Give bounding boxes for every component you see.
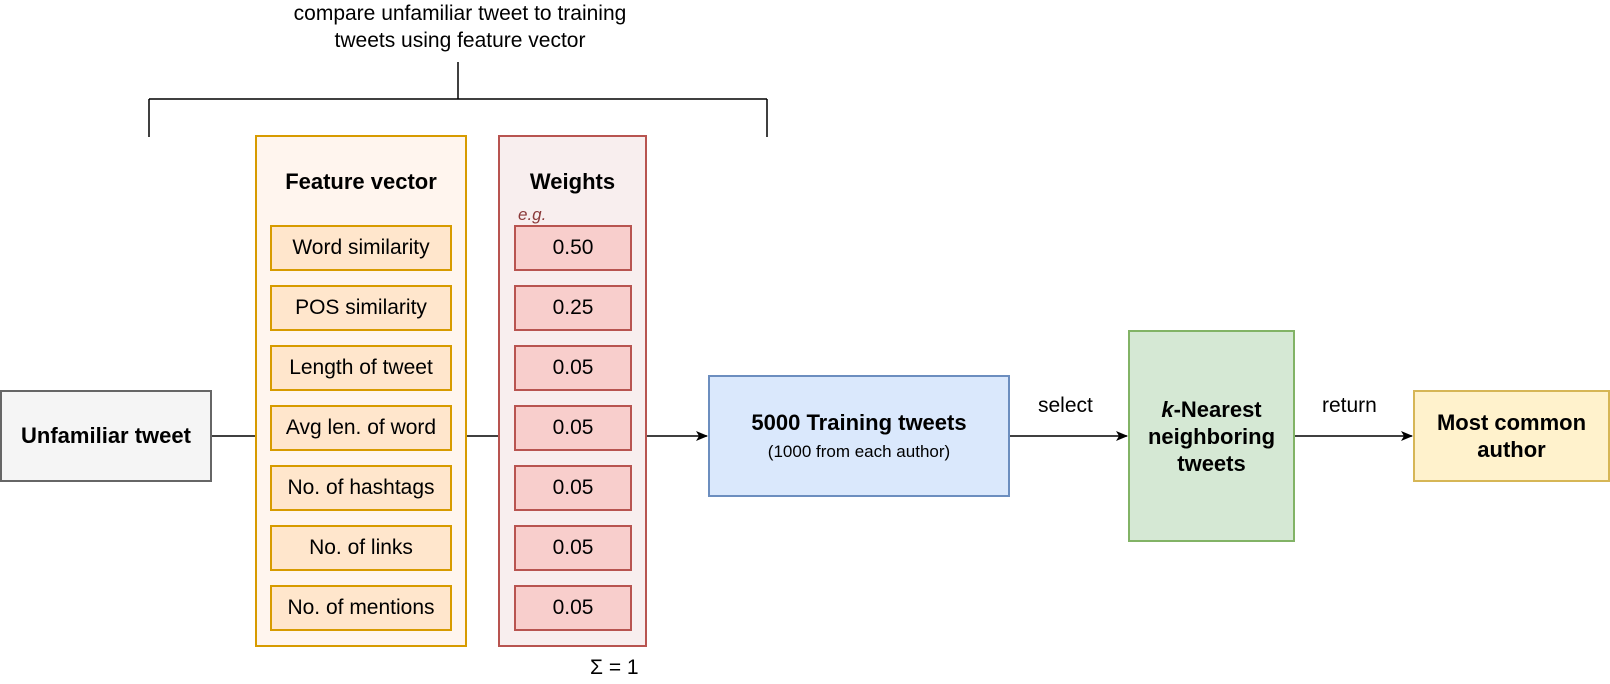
feature-item: Avg len. of word (270, 405, 452, 451)
weight-item: 0.05 (514, 465, 632, 511)
knn-node: k-Nearest neighboring tweets (1128, 330, 1295, 542)
knn-line-3: tweets (1177, 450, 1246, 476)
knn-nearest-text: -Nearest (1173, 396, 1262, 422)
feature-item: No. of links (270, 525, 452, 571)
training-tweets-label: 5000 Training tweets (751, 410, 967, 435)
feature-item: Word similarity (270, 225, 452, 271)
feature-item: No. of mentions (270, 585, 452, 631)
weight-item: 0.50 (514, 225, 632, 271)
feature-item: No. of hashtags (270, 465, 452, 511)
weights-panel: Weights e.g. 0.50 0.25 0.05 0.05 0.05 0.… (498, 135, 647, 647)
training-tweets-node: 5000 Training tweets (1000 from each aut… (708, 375, 1010, 497)
select-edge-label: select (1038, 394, 1093, 417)
weights-title: Weights (529, 169, 616, 194)
caption-line-2: tweets using feature vector (334, 29, 586, 52)
feature-vector-panel: Feature vector Word similarity POS simil… (255, 135, 467, 647)
training-tweets-sublabel: (1000 from each author) (767, 442, 951, 461)
most-common-author-node: Most common author (1413, 390, 1610, 482)
weights-example-label: e.g. (518, 205, 547, 224)
weight-item: 0.25 (514, 285, 632, 331)
result-line-1: Most common (1436, 410, 1587, 435)
feature-item: Length of tweet (270, 345, 452, 391)
knn-k-symbol: k (1161, 396, 1174, 422)
weight-item: 0.05 (514, 525, 632, 571)
knn-line-1: k-Nearest (1161, 396, 1261, 423)
unfamiliar-tweet-node: Unfamiliar tweet (0, 390, 212, 482)
weights-sum-label: Σ = 1 (590, 656, 639, 679)
feature-item: POS similarity (270, 285, 452, 331)
feature-vector-title: Feature vector (285, 169, 437, 194)
caption-line-1: compare unfamiliar tweet to training (293, 2, 627, 25)
comparison-caption: compare unfamiliar tweet to training twe… (230, 0, 690, 54)
weight-item: 0.05 (514, 585, 632, 631)
unfamiliar-tweet-label: Unfamiliar tweet (21, 423, 191, 448)
weight-item: 0.05 (514, 405, 632, 451)
weight-item: 0.05 (514, 345, 632, 391)
knn-line-2: neighboring (1147, 423, 1276, 449)
result-line-2: author (1477, 437, 1546, 462)
return-edge-label: return (1322, 394, 1377, 417)
comparison-bracket (148, 62, 768, 137)
